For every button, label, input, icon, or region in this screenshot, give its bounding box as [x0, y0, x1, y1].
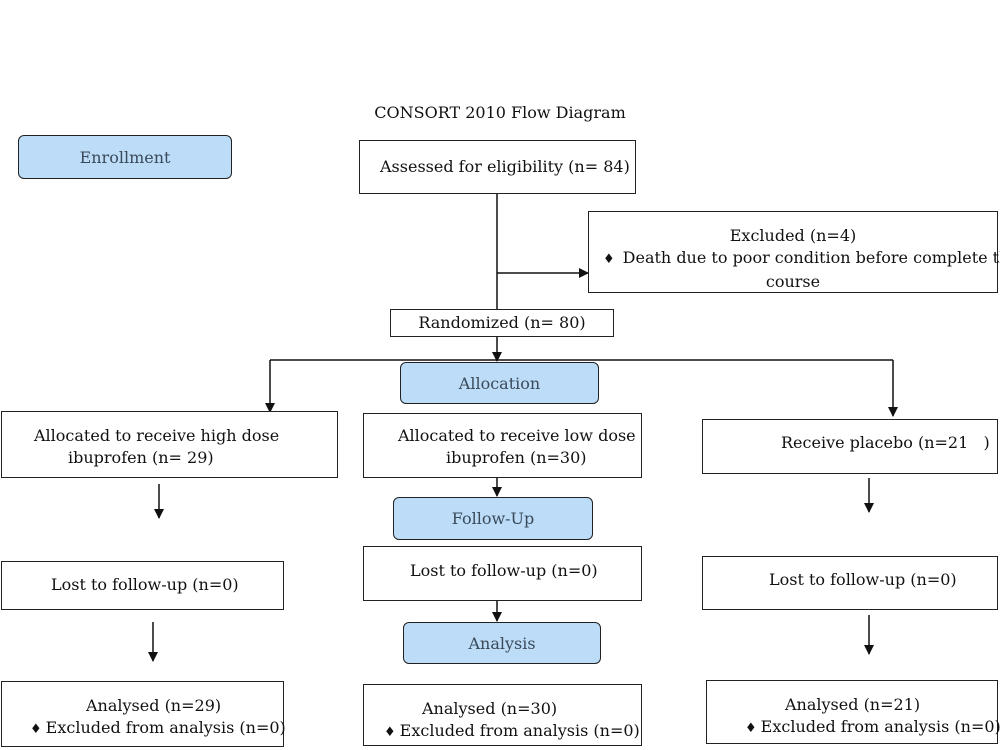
- placebo-alloc-text: Receive placebo (n=21 ): [781, 433, 990, 452]
- stage-allocation: Allocation: [400, 362, 599, 404]
- low-dose-excluded-text: Excluded from analysis (n=0): [399, 721, 640, 740]
- placebo-excluded-text: Excluded from analysis (n=0): [760, 717, 1000, 736]
- randomized-box: Randomized (n= 80): [390, 309, 614, 337]
- low-dose-analysed-box: Analysed (n=30) ♦Excluded from analysis …: [363, 684, 642, 746]
- excluded-box: Excluded (n=4) ♦ Death due to poor condit…: [588, 211, 1000, 293]
- high-dose-excluded-text: Excluded from analysis (n=0): [45, 718, 286, 737]
- low-dose-lost-text: Lost to follow-up (n=0): [410, 561, 598, 580]
- low-dose-alloc-box: Allocated to receive low dose ibuprofen …: [363, 413, 642, 478]
- low-dose-lost-box: Lost to follow-up (n=0): [363, 546, 642, 601]
- placebo-excluded-line: ♦Excluded from analysis (n=0): [707, 716, 1000, 740]
- stage-enrollment-label: Enrollment: [79, 147, 171, 167]
- high-dose-lost-box: Lost to follow-up (n=0): [1, 561, 284, 610]
- stage-allocation-label: Allocation: [458, 373, 541, 393]
- diagram-title: CONSORT 2010 Flow Diagram: [374, 103, 626, 122]
- placebo-analysed-text: Analysed (n=21): [785, 695, 921, 714]
- placebo-alloc-box: Receive placebo (n=21 ): [702, 419, 998, 474]
- high-dose-lost-text: Lost to follow-up (n=0): [51, 575, 239, 594]
- stage-analysis: Analysis: [403, 622, 601, 664]
- low-dose-excluded-line: ♦Excluded from analysis (n=0): [364, 720, 641, 744]
- stage-follow-up-label: Follow-Up: [451, 509, 535, 528]
- low-dose-alloc-line1: Allocated to receive low dose: [398, 426, 636, 445]
- placebo-lost-box: Lost to follow-up (n=0): [702, 556, 998, 610]
- bullet-icon: ♦: [384, 725, 396, 740]
- excluded-reason-line1: Death due to poor condition before compl…: [622, 248, 1000, 267]
- assessed-box: Assessed for eligibility (n= 84): [359, 140, 636, 194]
- high-dose-alloc-box: Allocated to receive high dose ibuprofen…: [1, 411, 338, 478]
- bullet-icon: ♦: [30, 722, 42, 737]
- stage-enrollment: Enrollment: [18, 135, 232, 179]
- high-dose-alloc-line2: ibuprofen (n= 29): [68, 448, 214, 467]
- excluded-reason: ♦ Death due to poor condition before comp…: [589, 247, 1000, 271]
- stage-analysis-label: Analysis: [468, 633, 536, 653]
- high-dose-analysed-box: Analysed (n=29) ♦Excluded from analysis …: [1, 681, 286, 747]
- bullet-icon: ♦: [603, 252, 615, 267]
- low-dose-alloc-line2: ibuprofen (n=30): [446, 448, 587, 467]
- placebo-lost-text: Lost to follow-up (n=0): [769, 570, 957, 589]
- excluded-heading: Excluded (n=4): [729, 226, 857, 245]
- assessed-text: Assessed for eligibility (n= 84): [380, 157, 630, 176]
- placebo-analysed-box: Analysed (n=21) ♦Excluded from analysis …: [706, 680, 1000, 744]
- high-dose-alloc-line1: Allocated to receive high dose: [34, 426, 280, 445]
- bullet-icon: ♦: [745, 721, 757, 736]
- high-dose-analysed-text: Analysed (n=29): [86, 696, 222, 715]
- excluded-reason-line2: course: [765, 272, 821, 291]
- high-dose-excluded-line: ♦Excluded from analysis (n=0): [2, 717, 286, 741]
- stage-follow-up: Follow-Up: [393, 497, 593, 540]
- randomized-text: Randomized (n= 80): [418, 313, 586, 332]
- low-dose-analysed-text: Analysed (n=30): [422, 699, 558, 718]
